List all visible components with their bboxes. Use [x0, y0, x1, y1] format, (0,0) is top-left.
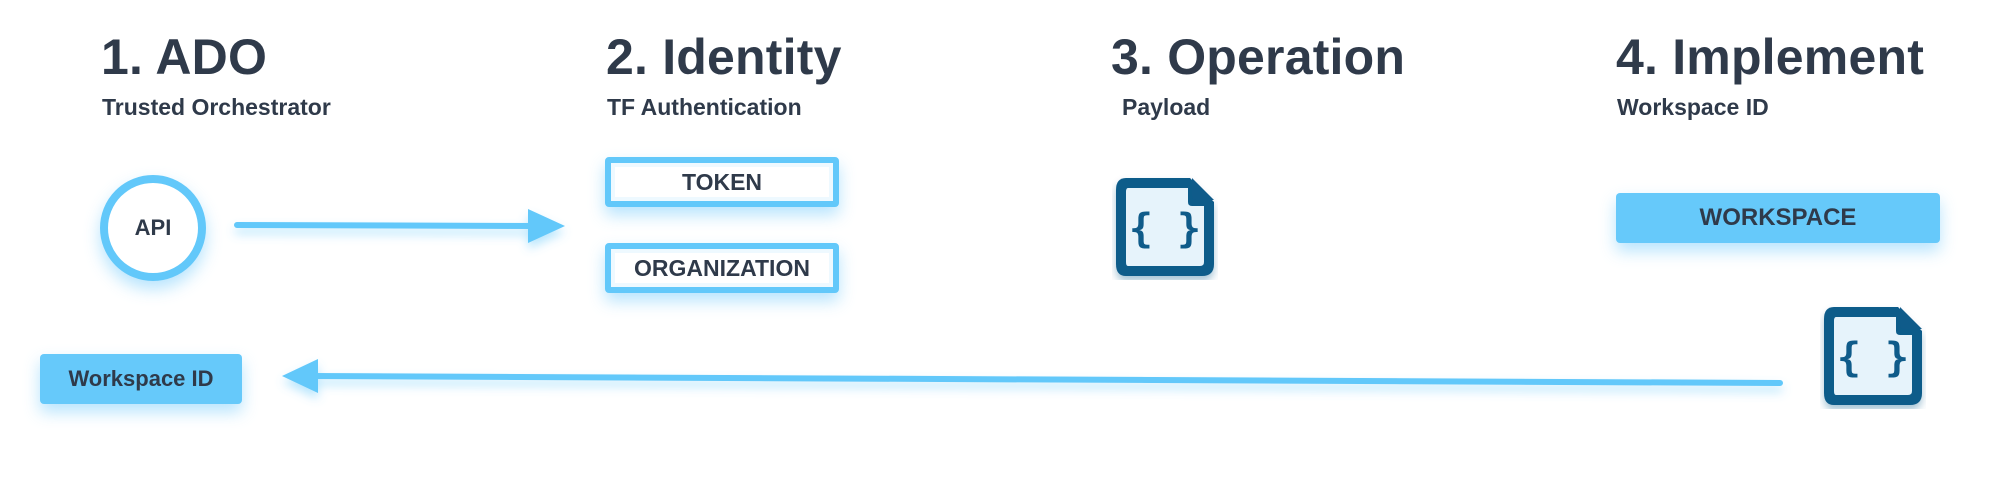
- step-3-title: 3. Operation: [1111, 29, 1406, 85]
- return-glyph: { }: [1837, 335, 1909, 381]
- workspace-id-box: Workspace ID: [40, 354, 242, 404]
- return-arrow: [282, 359, 1783, 393]
- workspace-label: WORKSPACE: [1699, 204, 1857, 231]
- step-4-subtitle: Workspace ID: [1617, 94, 1769, 120]
- token-label: TOKEN: [681, 168, 763, 195]
- api-node: API: [100, 175, 206, 281]
- json-document-icon: { }: [1820, 303, 1926, 409]
- forward-arrow: [234, 209, 565, 243]
- workspace-id-label: Workspace ID: [68, 366, 214, 391]
- step-3-subtitle: Payload: [1122, 94, 1211, 120]
- organization-box: ORGANIZATION: [605, 243, 839, 293]
- step-2-title: 2. Identity: [606, 29, 842, 85]
- payload-glyph: { }: [1129, 206, 1201, 252]
- api-label: API: [134, 215, 172, 240]
- json-document-icon: { }: [1112, 174, 1218, 280]
- step-4-title: 4. Implement: [1616, 29, 1925, 85]
- workspace-box: WORKSPACE: [1616, 193, 1940, 243]
- step-2-subtitle: TF Authentication: [607, 94, 802, 120]
- step-1-subtitle: Trusted Orchestrator: [102, 94, 331, 120]
- token-box: TOKEN: [605, 157, 839, 207]
- step-1-title: 1. ADO: [101, 29, 268, 85]
- organization-label: ORGANIZATION: [634, 254, 810, 281]
